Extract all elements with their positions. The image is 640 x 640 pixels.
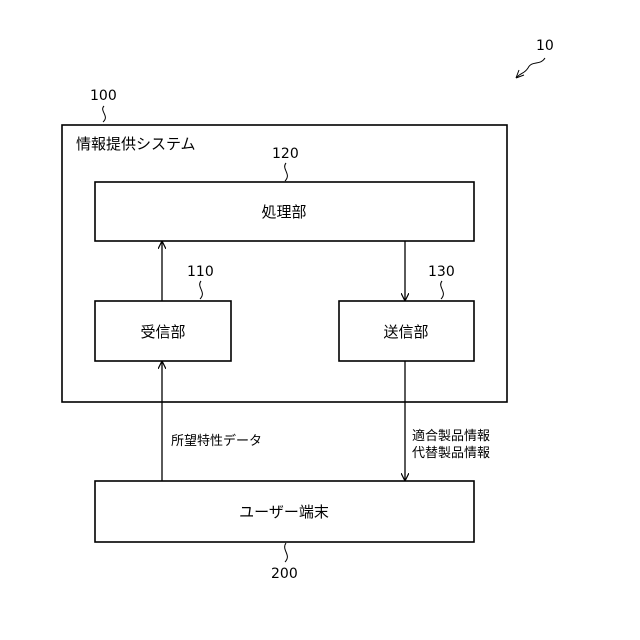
figure-ref-label: 10 [536, 38, 554, 54]
user-terminal-label: ユーザー端末 [239, 503, 329, 521]
terminal-ref-leader [285, 543, 288, 562]
alternative-product-info-label: 代替製品情報 [412, 446, 490, 461]
processing-ref-label: 120 [272, 146, 299, 162]
transmitter-label: 送信部 [383, 323, 428, 341]
transmitter-ref-label: 130 [428, 264, 455, 280]
system-title: 情報提供システム [76, 135, 196, 153]
terminal-ref-label: 200 [271, 566, 298, 582]
system-ref-leader [103, 106, 106, 122]
figure-ref-leader [517, 58, 545, 77]
compatible-product-info-label: 適合製品情報 [412, 428, 490, 444]
processing-label: 処理部 [261, 203, 306, 221]
receiver-label: 受信部 [140, 323, 185, 341]
system-ref-label: 100 [90, 88, 117, 104]
desired-characteristics-label: 所望特性データ [171, 433, 262, 449]
receiver-ref-label: 110 [187, 264, 214, 280]
